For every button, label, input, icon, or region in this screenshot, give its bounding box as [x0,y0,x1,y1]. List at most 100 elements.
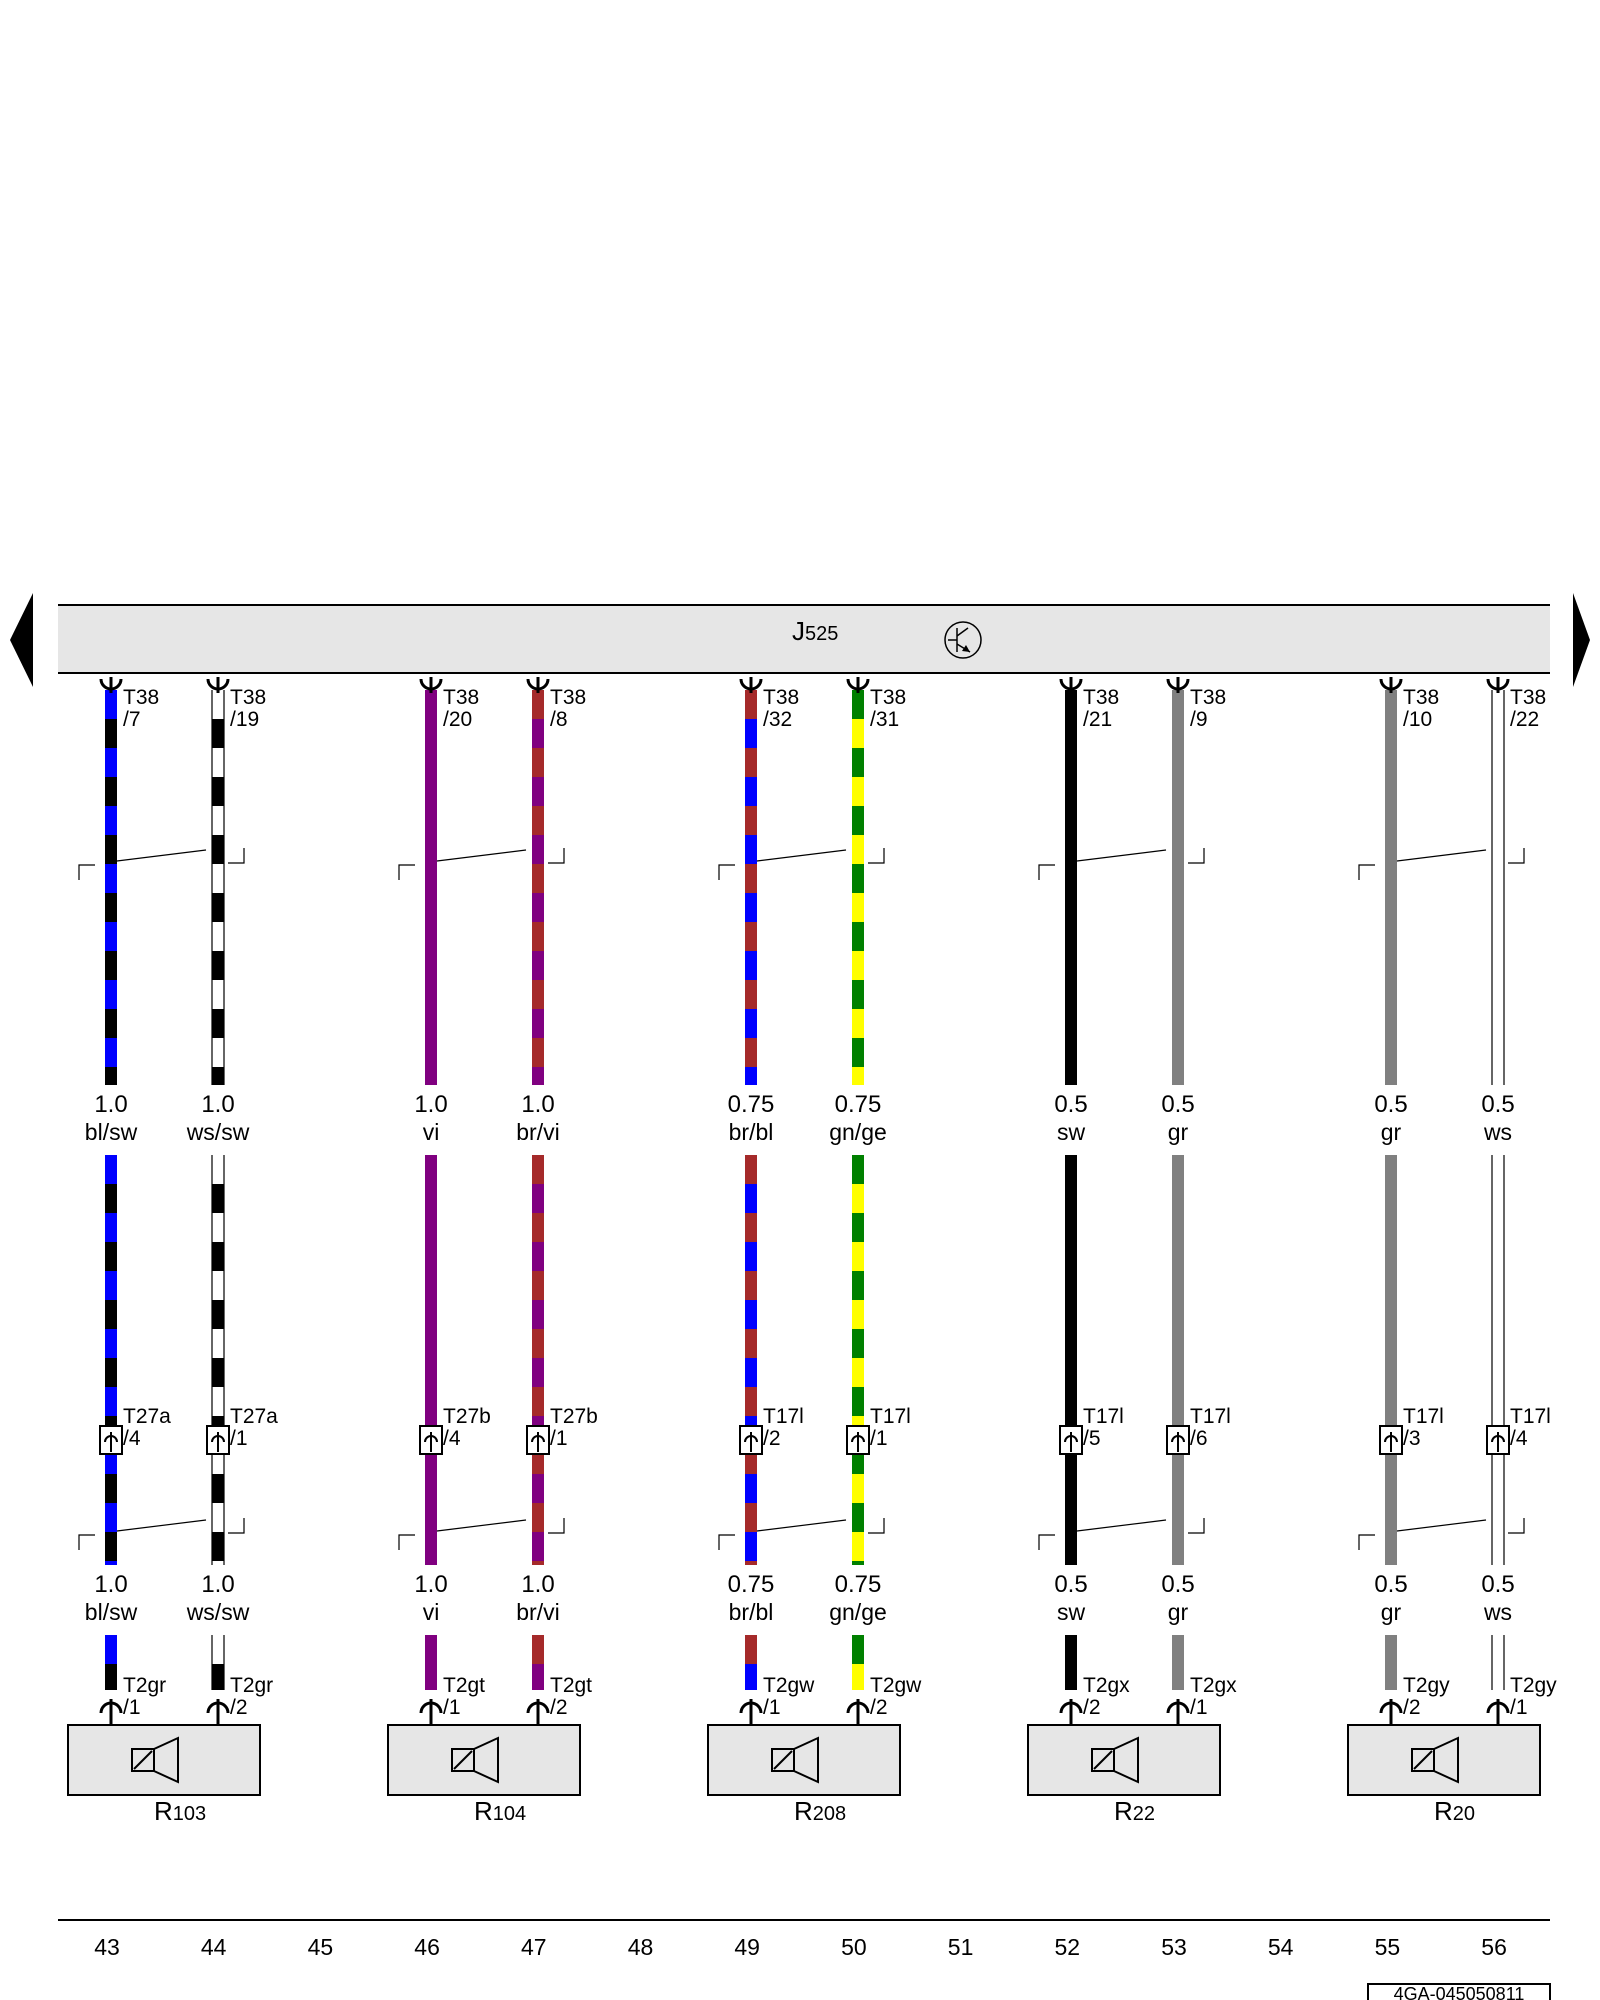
plug-connector-icon [1059,1425,1083,1455]
wire-color-code: sw [1057,1119,1086,1145]
plug-connector-icon [526,1425,550,1455]
pin-connector-top [1166,677,1190,693]
twisted-pair-marker [1038,848,1205,880]
speaker-label: R208 [794,1796,846,1826]
speaker-box [387,1724,581,1796]
pin-connector-top [1059,677,1083,693]
twisted-pair-marker [1358,848,1525,880]
wire-color-code: ws [1483,1119,1512,1145]
pin-label-top: T38/32 [763,686,799,731]
wire-color-code: vi [423,1119,440,1145]
wire-color-code: gn/ge [829,1119,887,1145]
pin-label-top: T38/19 [230,686,266,731]
pin-label-bottom: T2gt/2 [550,1674,592,1719]
track-number: 55 [1375,1934,1401,1960]
wire-gauge: 1.0 [201,1091,234,1118]
wire-segment [532,1635,544,1690]
twisted-pair-marker [398,1518,565,1550]
wire-segment [852,1635,864,1690]
wire-segment [1491,1155,1505,1565]
doc-reference: 4GA-045050811 [1367,1983,1551,2000]
track-number: 44 [201,1934,227,1960]
pin-label-top: T38/10 [1403,686,1439,731]
pin-label-mid: T27b/1 [550,1405,598,1450]
pin-connector-bottom [846,1699,870,1725]
plug-connector-icon [1379,1425,1403,1455]
plug-connector-icon [1166,1425,1190,1455]
wire-segment [105,690,117,1085]
plug-connector-icon [846,1425,870,1455]
wire-color-code: ws [1483,1599,1512,1625]
pin-label-bottom: T2gy/2 [1403,1674,1450,1719]
wire-gauge: 1.0 [94,1091,127,1118]
wire-segment [425,690,437,1085]
triangle-left-icon[interactable] [10,593,33,687]
wire-segment [1065,690,1077,1085]
wire-segment [211,1635,225,1690]
pin-connector-top [1379,677,1403,693]
doc-reference-text: 4GA-045050811 [1394,1984,1525,2000]
wire-color-code: br/vi [516,1599,559,1625]
pin-label-top: T38/31 [870,686,906,731]
wire-segment [1065,1635,1077,1690]
twisted-pair-marker [718,848,885,880]
pin-label-top: T38/8 [550,686,586,731]
speaker-r103: R103 [67,1724,261,1826]
pin-label-mid: T17l/5 [1083,1405,1124,1450]
pin-connector-top [419,677,443,693]
wire-segment [1065,1155,1077,1565]
wire-segment [105,1635,117,1690]
wire-color-code: br/vi [516,1119,559,1145]
plug-connector-icon [99,1425,123,1455]
wire-color-code: bl/sw [85,1599,138,1625]
speaker-label: R104 [474,1796,526,1826]
speaker-icon [1411,1736,1459,1784]
wire-gauge: 1.0 [521,1091,554,1118]
speaker-label: R103 [154,1796,206,1826]
track-number: 53 [1161,1934,1187,1960]
speaker-box [1347,1724,1541,1796]
wire-gauge: 0.5 [1054,1571,1087,1598]
pin-connector-bottom [206,1699,230,1725]
wire-gauge: 1.0 [414,1571,447,1598]
wire-color-code: br/bl [729,1599,774,1625]
wire-gauge: 0.5 [1374,1091,1407,1118]
pin-connector-top [526,677,550,693]
triangle-right-icon[interactable] [1573,593,1590,687]
plug-connector-icon [206,1425,230,1455]
control-unit-j525: J525 [58,604,1550,674]
track-number: 54 [1268,1934,1294,1960]
speaker-icon [1091,1736,1139,1784]
wire-gauge: 0.75 [728,1091,775,1118]
speaker-box [707,1724,901,1796]
twisted-pair-marker [398,848,565,880]
wire-color-code: br/bl [729,1119,774,1145]
pin-label-mid: T27b/4 [443,1405,491,1450]
wire-segment [1172,1635,1184,1690]
wire-segment [1385,1155,1397,1565]
wire-segment [532,690,544,1085]
pin-connector-top [739,677,763,693]
plug-connector-icon [419,1425,443,1455]
transistor-icon [944,621,982,659]
wire-segment [211,690,225,1085]
wire-gauge: 0.5 [1161,1571,1194,1598]
pin-label-bottom: T2gr/1 [123,1674,166,1719]
wire-segment [1491,1635,1505,1690]
wire-segment [1385,690,1397,1085]
track-number: 50 [841,1934,867,1960]
wire-segment [1385,1635,1397,1690]
wire-gauge: 1.0 [201,1571,234,1598]
pin-label-top: T38/20 [443,686,479,731]
wire-color-code: ws/sw [186,1599,250,1625]
wire-gauge: 0.5 [1374,1571,1407,1598]
track-number: 43 [94,1934,120,1960]
wire-gauge: 0.5 [1161,1091,1194,1118]
speaker-label: R20 [1434,1796,1475,1826]
